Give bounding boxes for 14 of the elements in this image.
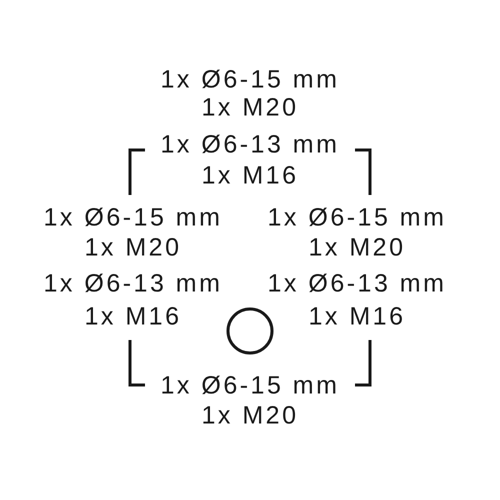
spec-text: 1x Ø6-15 mm [44, 206, 222, 230]
spec-text: 1x M20 [308, 236, 406, 260]
spec-text: 1x M20 [84, 236, 182, 260]
spec-text: 1x M16 [84, 304, 182, 330]
spec-text: 1x Ø6-13 mm [44, 272, 222, 296]
spec-text: 1x Ø6-15 mm [268, 206, 446, 230]
spec-text: 1x Ø6-13 mm [160, 132, 340, 158]
spec-text: 1x M16 [202, 164, 298, 188]
spec-text: 1x M20 [202, 96, 298, 120]
spec-text: 1x Ø6-15 mm [160, 374, 340, 398]
spec-text: 1x Ø6-15 mm [160, 68, 340, 92]
spec-text: 1x M16 [308, 304, 406, 330]
spec-text: 1x Ø6-13 mm [268, 272, 446, 296]
spec-text: 1x M20 [202, 404, 298, 428]
